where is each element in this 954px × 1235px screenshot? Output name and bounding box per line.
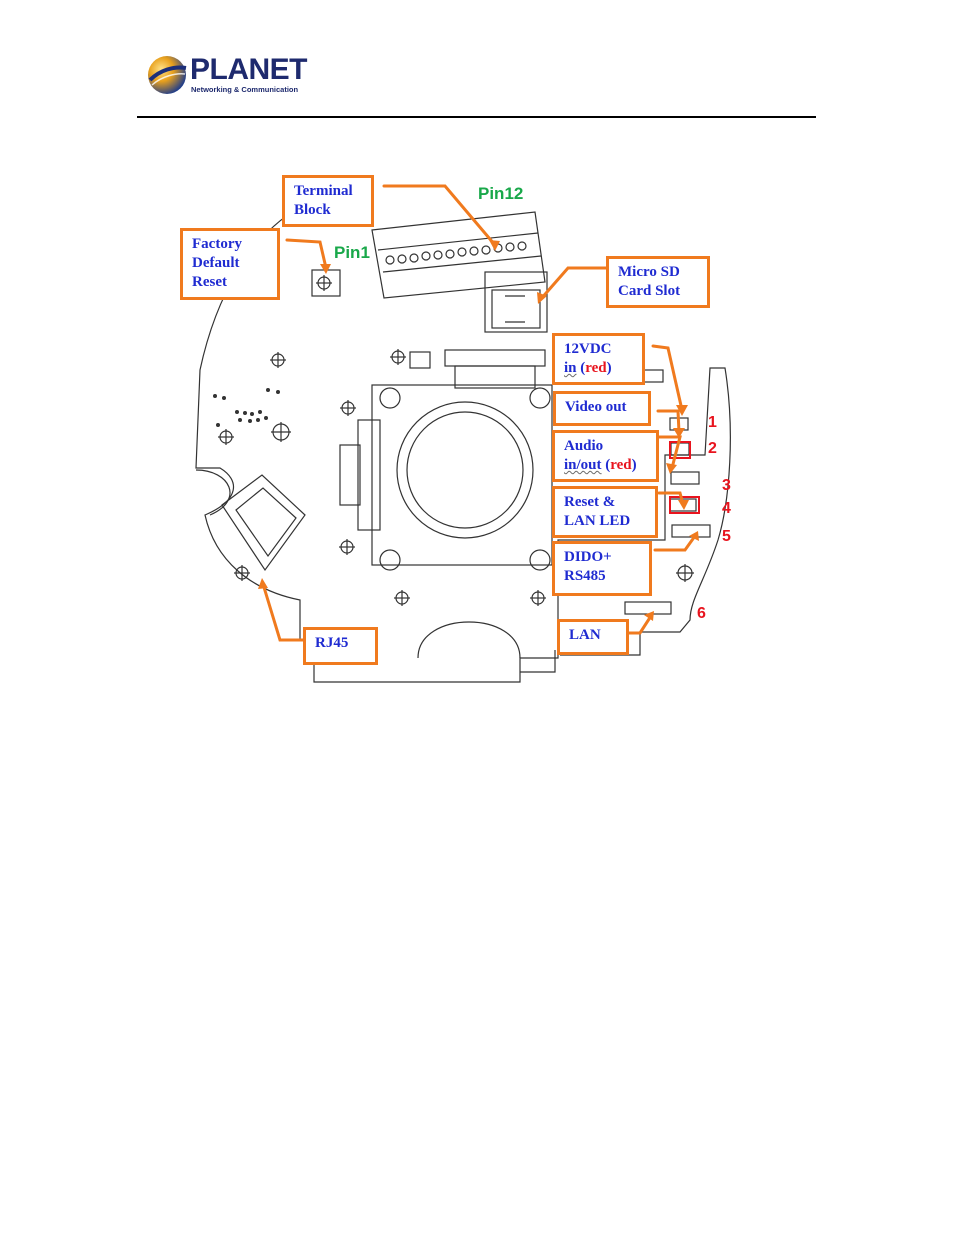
label-lan: LAN	[557, 619, 629, 655]
connector-number-2: 2	[708, 440, 717, 457]
connector-number-1: 1	[708, 414, 717, 431]
label-factory-default-reset: Factory Default Reset	[180, 228, 280, 300]
connector-number-6: 6	[697, 605, 706, 622]
pin1-label: Pin1	[334, 243, 370, 262]
label-12vdc: 12VDC in (red)	[552, 333, 645, 385]
connector-number-3: 3	[722, 477, 731, 494]
label-reset-lan-led: Reset & LAN LED	[552, 486, 658, 538]
label-micro-sd: Micro SD Card Slot	[606, 256, 710, 308]
label-video-out: Video out	[553, 391, 651, 426]
brand-name: PLANET	[190, 53, 308, 86]
header-rule	[137, 116, 816, 118]
planet-globe-icon	[148, 56, 187, 94]
brand-tagline: Networking & Communication	[191, 85, 299, 94]
pin12-label: Pin12	[478, 184, 524, 203]
label-dido: DIDO+ RS485	[552, 541, 652, 596]
label-rj45: RJ45	[303, 627, 378, 665]
planet-logo: PLANET Networking & Communication	[146, 52, 308, 98]
label-terminal-block: Terminal Block	[282, 175, 374, 227]
connector-number-5: 5	[722, 528, 731, 545]
connector-number-4: 4	[722, 500, 731, 517]
label-audio: Audio in/out (red)	[552, 430, 659, 482]
